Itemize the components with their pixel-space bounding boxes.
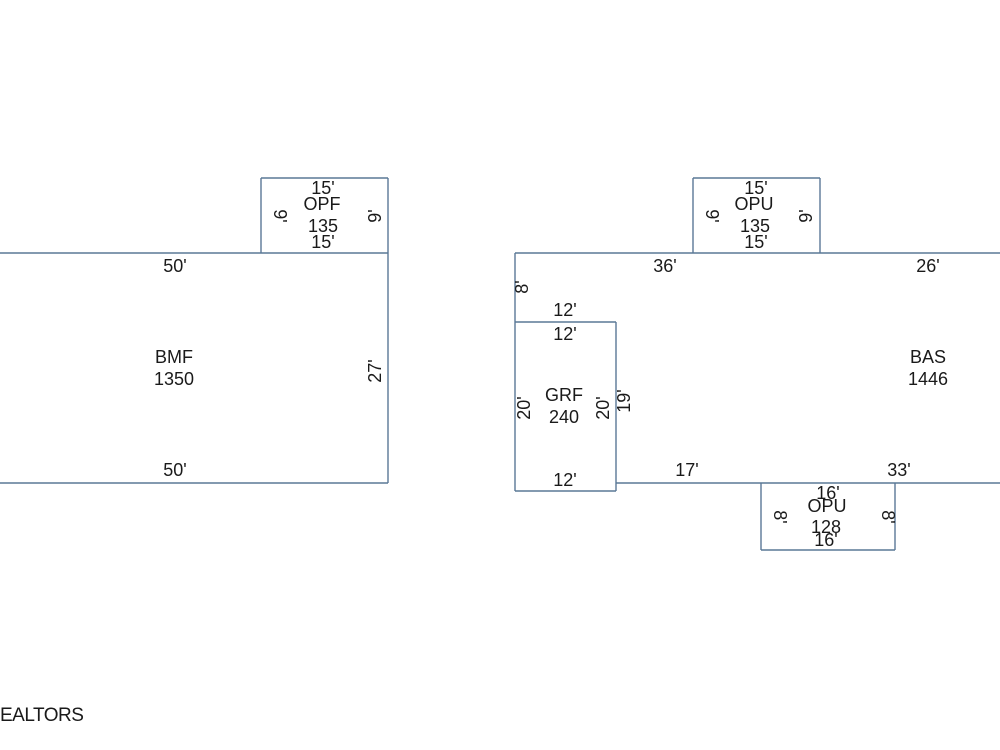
grf-right-dimension: 20' [593, 396, 613, 419]
grf-left-dimension: 20' [514, 396, 534, 419]
grf-area-size: 240 [549, 407, 579, 427]
bmf-right-dimension: 27' [365, 359, 385, 382]
grf-bottom-dimension: 12' [553, 470, 576, 490]
bmf-area-size: 1350 [154, 369, 194, 389]
opf-section: 15' OPF 135 15' 9' 9' [260, 177, 389, 253]
opu-top-right-dimension: 9' [796, 209, 816, 222]
opu-top-left-dimension: 9' [702, 209, 722, 222]
opu-top-area-size: 135 [740, 216, 770, 236]
bmf-top-dimension: 50' [163, 256, 186, 276]
opu-top-bottom-dimension: 15' [744, 232, 767, 252]
opu-top-area-code: OPU [734, 194, 773, 214]
bas-bottom-left-dimension: 17' [675, 460, 698, 480]
bas-top-left-dimension: 36' [653, 256, 676, 276]
opu-top-section: 15' OPU 135 15' 9' 9' [692, 177, 821, 253]
opf-area-code: OPF [303, 194, 340, 214]
bas-inner-right-dimension: 19' [614, 389, 634, 412]
bmf-area-code: BMF [155, 347, 193, 367]
bas-inner-top-dimension: 12' [553, 300, 576, 320]
opf-bottom-dimension: 15' [311, 232, 334, 252]
bmf-section: 50' 50' 27' BMF 1350 [0, 252, 389, 484]
opf-area-size: 135 [308, 216, 338, 236]
bas-left-dimension: 8' [512, 280, 532, 293]
bas-section: 36' 26' 8' 12' 19' 17' 33' BAS 1446 [512, 252, 1000, 484]
opf-left-dimension: 9' [270, 209, 290, 222]
bas-bottom-right-dimension: 33' [887, 460, 910, 480]
realtors-watermark: EALTORS [0, 705, 84, 726]
opf-top-dimension: 15' [311, 178, 334, 198]
opu-bottom-top-dimension: 16' [816, 483, 839, 503]
opu-bottom-left-dimension: 8' [770, 510, 790, 523]
grf-section: 12' GRF 240 12' 20' 20' [514, 321, 617, 492]
opu-bottom-right-dimension: 8' [878, 510, 898, 523]
bmf-bottom-dimension: 50' [163, 460, 186, 480]
opf-right-dimension: 9' [365, 209, 385, 222]
grf-area-code: GRF [545, 385, 583, 405]
opu-bottom-section: 16' OPU 128 16' 8' 8' [760, 483, 898, 551]
opu-bottom-area-code: OPU [807, 496, 846, 516]
opu-bottom-bottom-dimension: 16' [814, 530, 837, 550]
bas-area-size: 1446 [908, 369, 948, 389]
bas-top-right-dimension: 26' [916, 256, 939, 276]
bas-area-code: BAS [910, 347, 946, 367]
opu-top-top-dimension: 15' [744, 178, 767, 198]
opu-bottom-area-size: 128 [811, 517, 841, 537]
grf-top-dimension: 12' [553, 324, 576, 344]
